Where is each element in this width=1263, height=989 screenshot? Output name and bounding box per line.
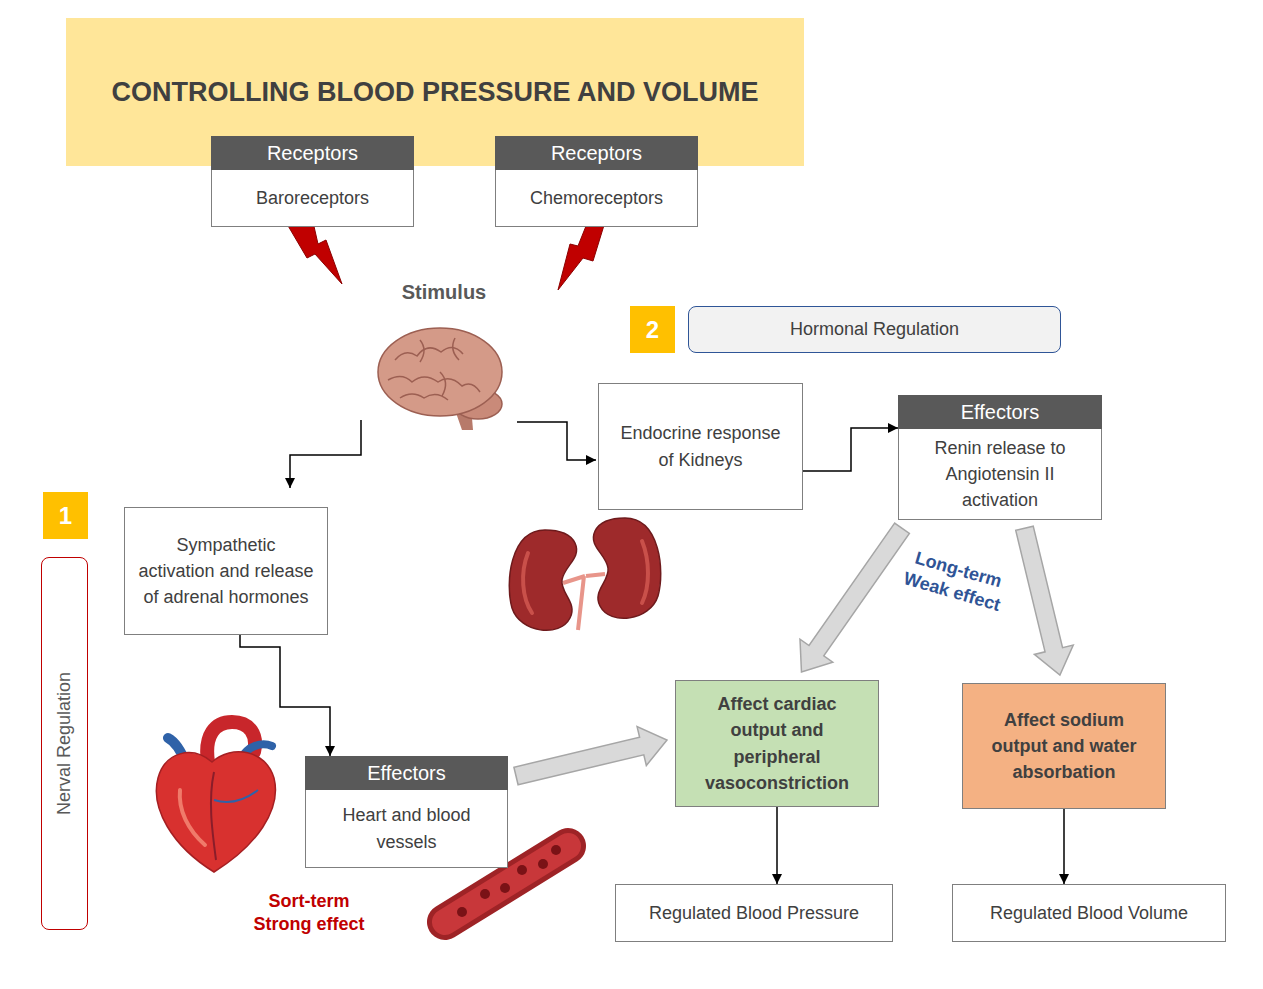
gyrus-line bbox=[453, 338, 459, 360]
heart-body bbox=[156, 752, 275, 872]
box-body: Chemoreceptors bbox=[495, 170, 698, 227]
callout-number: 2 bbox=[630, 306, 675, 353]
process-box: Endocrine response of Kidneys bbox=[598, 383, 803, 510]
box-header: Effectors bbox=[898, 395, 1102, 429]
blood-cell bbox=[517, 865, 527, 875]
annotation-label: Stimulus bbox=[392, 279, 496, 305]
connector-arrow bbox=[803, 428, 898, 471]
box-text: Sympathetic activation and release of ad… bbox=[137, 532, 315, 610]
kidney bbox=[593, 518, 660, 618]
coronary-artery bbox=[211, 772, 216, 860]
box-text: Baroreceptors bbox=[256, 185, 369, 211]
annotation-label: Sort-term Strong effect bbox=[248, 890, 370, 937]
effector-box: EffectorsHeart and blood vessels bbox=[305, 756, 508, 868]
process-box: Sympathetic activation and release of ad… bbox=[124, 507, 328, 635]
receptor-box: ReceptorsChemoreceptors bbox=[495, 136, 698, 227]
box-text: Regulated Blood Pressure bbox=[649, 900, 859, 926]
outcome-box: Affect sodium output and water absorbati… bbox=[962, 683, 1166, 809]
gyrus-line bbox=[440, 372, 446, 396]
box-header-text: Effectors bbox=[367, 762, 446, 785]
block-arrow bbox=[514, 727, 667, 785]
box-body: Baroreceptors bbox=[211, 170, 414, 227]
brain-arrow bbox=[517, 422, 596, 460]
blood-cell bbox=[457, 907, 467, 917]
gyrus-line bbox=[388, 376, 480, 392]
cerebrum bbox=[378, 328, 502, 416]
lightning-bolts bbox=[287, 221, 605, 290]
box-text: Affect cardiac output and peripheral vas… bbox=[696, 691, 858, 795]
box-body: Renin release to Angiotensin II activati… bbox=[898, 429, 1102, 520]
box-text: Affect sodium output and water absorbati… bbox=[983, 707, 1145, 785]
result-box: Regulated Blood Volume bbox=[952, 884, 1226, 942]
brain-gyri bbox=[388, 338, 480, 400]
callout-number-text: 1 bbox=[59, 502, 72, 530]
lightning-bolt bbox=[287, 222, 342, 284]
brain-arrows bbox=[290, 420, 596, 488]
callout-number-text: 2 bbox=[646, 316, 659, 344]
box-text: Chemoreceptors bbox=[530, 185, 663, 211]
connector-arrow bbox=[240, 635, 330, 756]
block-arrow bbox=[800, 523, 909, 672]
box-text: Endocrine response of Kidneys bbox=[611, 420, 790, 472]
callout-number: 1 bbox=[43, 492, 88, 539]
blood-cell bbox=[538, 859, 548, 869]
box-text: Renin release to Angiotensin II activati… bbox=[913, 435, 1087, 513]
box-body: Heart and blood vessels bbox=[305, 790, 508, 868]
heart-highlight bbox=[180, 790, 205, 845]
box-text: Nerval Regulation bbox=[54, 557, 75, 930]
box-text: Regulated Blood Volume bbox=[990, 900, 1188, 926]
brain-illustration bbox=[378, 328, 502, 430]
kidney-highlight bbox=[523, 553, 532, 613]
box-header: Receptors bbox=[211, 136, 414, 170]
block-arrow bbox=[1016, 526, 1074, 675]
brain-arrow bbox=[290, 420, 361, 488]
box-header-text: Receptors bbox=[267, 142, 358, 165]
receptor-box: ReceptorsBaroreceptors bbox=[211, 136, 414, 227]
coronary-vein bbox=[214, 790, 258, 802]
gyrus-line bbox=[400, 394, 448, 400]
blood-cell bbox=[480, 889, 490, 899]
gyrus-line bbox=[420, 340, 424, 362]
outcome-box: Affect cardiac output and peripheral vas… bbox=[675, 680, 879, 807]
effector-box: EffectorsRenin release to Angiotensin II… bbox=[898, 395, 1102, 520]
box-text: Hormonal Regulation bbox=[790, 319, 959, 340]
kidney-illustration bbox=[509, 518, 660, 630]
heart-illustration bbox=[156, 722, 275, 872]
connector-arrow bbox=[1063, 809, 1065, 884]
annotation-label: Long-term Weak effect bbox=[893, 543, 1017, 620]
box-header: Effectors bbox=[305, 756, 508, 790]
kidney bbox=[509, 530, 576, 630]
blood-cell bbox=[500, 883, 510, 893]
connector-arrow bbox=[776, 807, 778, 884]
diagram-title: CONTROLLING BLOOD PRESSURE AND VOLUME bbox=[66, 77, 804, 108]
result-box: Regulated Blood Pressure bbox=[615, 884, 893, 942]
box-header-text: Effectors bbox=[961, 401, 1040, 424]
box-header: Receptors bbox=[495, 136, 698, 170]
kidney-highlight bbox=[642, 541, 648, 603]
box-header-text: Receptors bbox=[551, 142, 642, 165]
section-band: Nerval Regulation bbox=[41, 557, 88, 930]
blood-cell bbox=[551, 845, 561, 855]
section-heading: Hormonal Regulation bbox=[688, 306, 1061, 353]
box-text: Heart and blood vessels bbox=[320, 802, 493, 854]
lightning-bolt bbox=[558, 221, 605, 290]
